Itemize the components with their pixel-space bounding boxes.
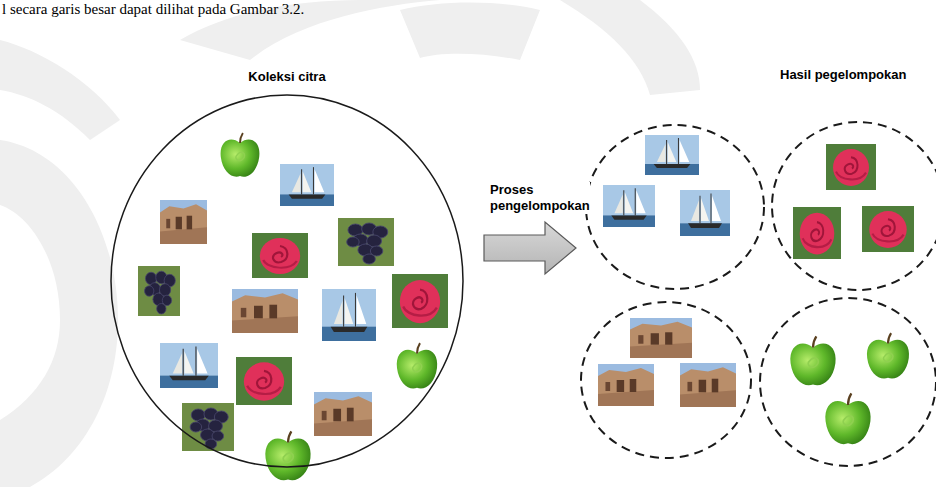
apple-image bbox=[867, 333, 909, 378]
cluster-circle bbox=[772, 122, 936, 290]
ship-image bbox=[603, 185, 655, 227]
ship-image bbox=[645, 135, 699, 175]
cluster-circle bbox=[586, 125, 764, 289]
cluster-circle bbox=[760, 298, 936, 466]
grapes-image bbox=[182, 403, 234, 451]
rose-image bbox=[392, 274, 448, 328]
apple-image bbox=[825, 393, 870, 444]
apple-image bbox=[265, 431, 310, 480]
rose-image bbox=[252, 233, 308, 278]
process-arrow bbox=[484, 222, 576, 274]
grapes-image bbox=[138, 266, 180, 316]
watermark-arc bbox=[560, 0, 700, 95]
watermark-arc bbox=[0, 40, 120, 140]
grapes-image bbox=[338, 218, 394, 266]
cluster-circle bbox=[581, 302, 751, 458]
cluster-group: Hasil pegelompokan bbox=[578, 66, 936, 476]
ruins-image bbox=[680, 363, 736, 407]
watermark-arc bbox=[0, 140, 118, 487]
ruins-image bbox=[160, 200, 207, 244]
ship-image bbox=[280, 164, 334, 206]
image-collection-circle: Koleksi citra bbox=[108, 68, 466, 470]
rose-image bbox=[826, 144, 876, 190]
rose-image bbox=[236, 357, 292, 405]
apple-image bbox=[790, 336, 835, 385]
ruins-image bbox=[598, 364, 654, 406]
collection-circle bbox=[111, 95, 463, 467]
rose-image bbox=[862, 206, 914, 252]
image-collection bbox=[138, 133, 448, 480]
collection-outline bbox=[108, 93, 466, 470]
group-heading: Hasil pegelompokan bbox=[780, 66, 936, 84]
ship-image bbox=[160, 343, 218, 388]
apple-image bbox=[397, 343, 437, 388]
body-text: l secara garis besar dapat dilihat pada … bbox=[2, 0, 304, 18]
ruins-image bbox=[314, 392, 372, 436]
group-heading: Koleksi citra bbox=[108, 68, 466, 86]
arrow-label: Proses pengelompokan bbox=[490, 182, 590, 214]
watermark-arc bbox=[400, 3, 540, 61]
cluster-outlines bbox=[578, 66, 936, 476]
ruins-image bbox=[232, 289, 298, 333]
rose-image bbox=[793, 207, 841, 259]
apple-image bbox=[221, 133, 260, 177]
ship-image bbox=[680, 190, 730, 236]
ruins-image bbox=[630, 318, 692, 358]
ship-image bbox=[322, 289, 376, 341]
